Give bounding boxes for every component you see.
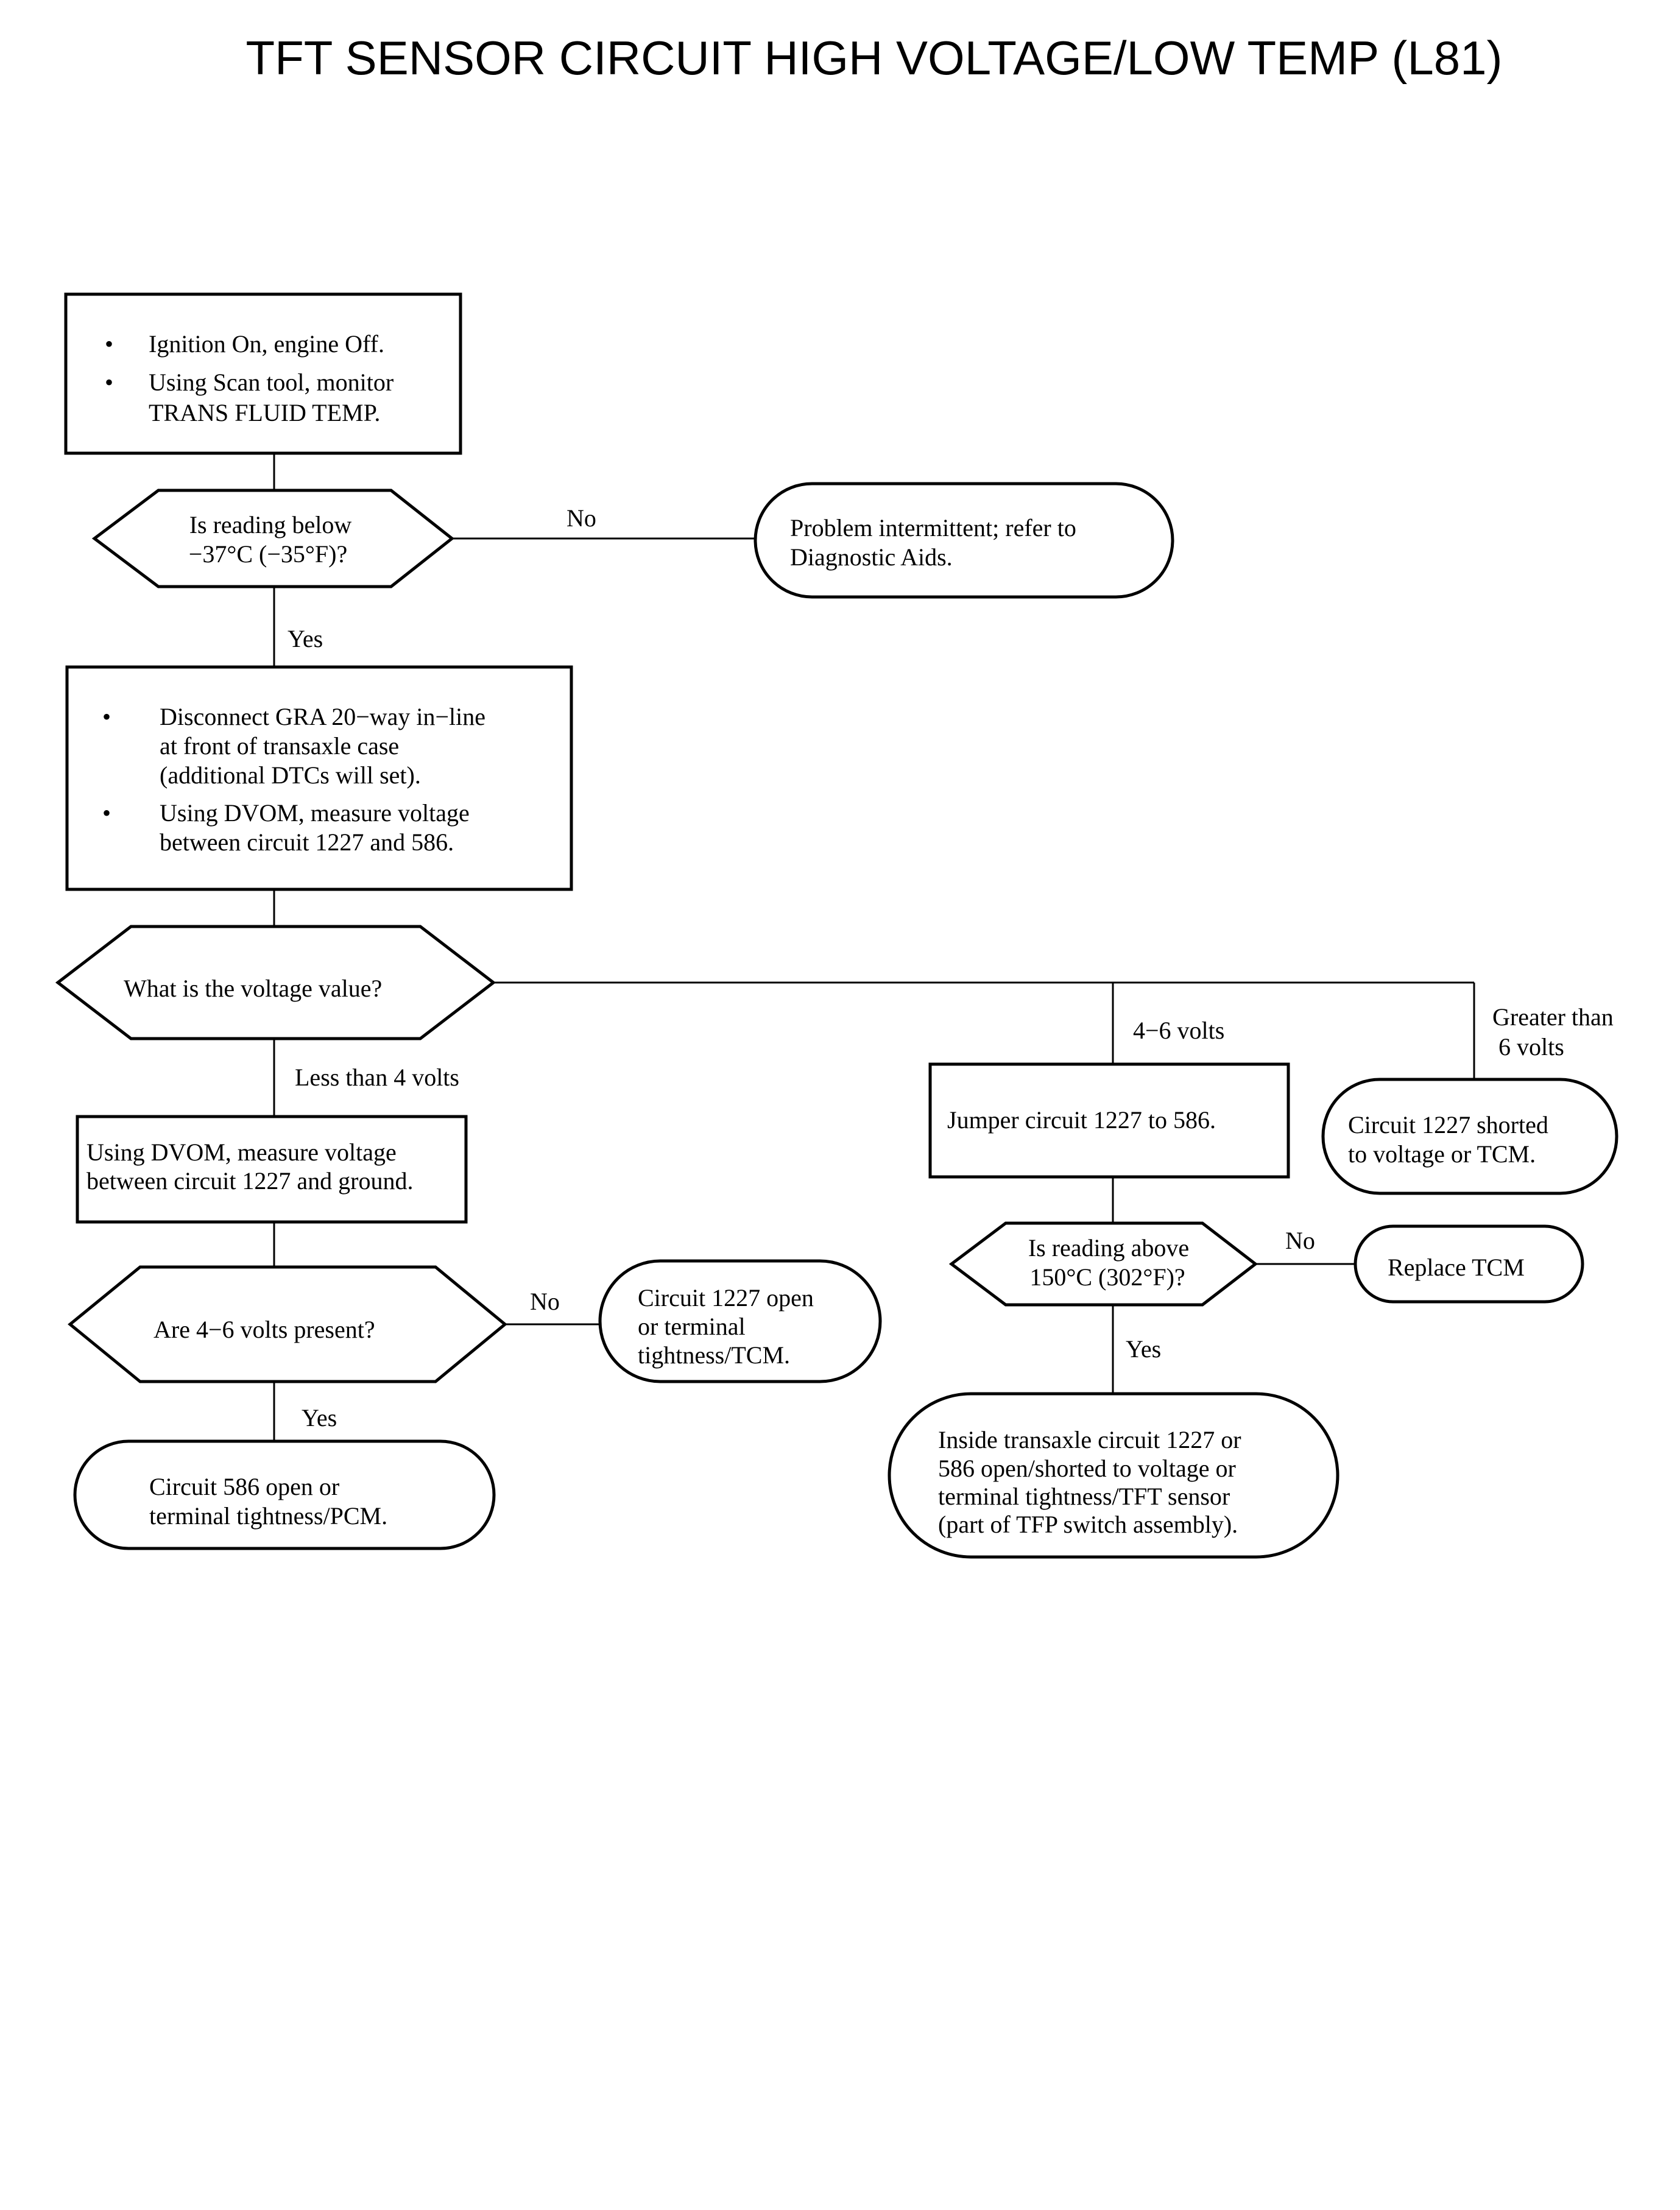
label-no-2: No xyxy=(530,1288,560,1315)
result-inside-transaxle: Inside transaxle circuit 1227 or 586 ope… xyxy=(888,1392,1339,1559)
connectors xyxy=(273,453,1475,1441)
svg-text:•: • xyxy=(102,799,111,827)
svg-text:•: • xyxy=(102,703,111,730)
svg-text:Circuit 1227 shorted: Circuit 1227 shorted xyxy=(1348,1111,1548,1139)
svg-text:terminal tightness/TFT sensor: terminal tightness/TFT sensor xyxy=(938,1483,1230,1510)
step1-bullet1-line1: Ignition On, engine Off. xyxy=(149,330,384,358)
label-yes-3: Yes xyxy=(1126,1335,1161,1363)
svg-text:−37°C (−35°F)?: −37°C (−35°F)? xyxy=(189,540,347,568)
step-ignition-on: • Ignition On, engine Off. • Using Scan … xyxy=(64,292,462,455)
svg-text:to voltage or TCM.: to voltage or TCM. xyxy=(1348,1140,1536,1168)
svg-text:Using DVOM, measure voltage: Using DVOM, measure voltage xyxy=(86,1139,397,1166)
svg-text:Disconnect GRA 20−way in−line: Disconnect GRA 20−way in−line xyxy=(160,703,485,730)
step-jumper-circuit: Jumper circuit 1227 to 586. xyxy=(928,1062,1290,1179)
svg-text:Is reading below: Is reading below xyxy=(189,511,352,538)
svg-text:•: • xyxy=(105,330,113,358)
svg-text:Is reading above: Is reading above xyxy=(1028,1234,1189,1262)
step1-bullet2-line2: TRANS FLUID TEMP. xyxy=(149,399,380,426)
svg-text:Jumper circuit 1227 to 586.: Jumper circuit 1227 to 586. xyxy=(947,1106,1216,1134)
label-yes-1: Yes xyxy=(288,625,323,652)
label-greater-6-line1: Greater than xyxy=(1492,1003,1614,1031)
decision-voltage-value: What is the voltage value? xyxy=(55,925,496,1040)
svg-text:150°C (302°F)?: 150°C (302°F)? xyxy=(1029,1263,1185,1291)
page-title: TFT SENSOR CIRCUIT HIGH VOLTAGE/LOW TEMP… xyxy=(245,31,1502,85)
svg-text:Inside transaxle circuit 1227: Inside transaxle circuit 1227 or xyxy=(938,1426,1241,1453)
decision-reading-above: Is reading above 150°C (302°F)? xyxy=(948,1221,1258,1307)
result-circuit-1227-shorted: Circuit 1227 shorted to voltage or TCM. xyxy=(1321,1078,1618,1195)
svg-text:586 open/shorted to voltage or: 586 open/shorted to voltage or xyxy=(938,1455,1236,1482)
svg-text:(part of TFP switch assembly).: (part of TFP switch assembly). xyxy=(938,1511,1238,1538)
step1-bullet2-line1: Using Scan tool, monitor xyxy=(149,369,394,396)
svg-text:•: • xyxy=(105,369,113,396)
svg-text:tightness/TCM.: tightness/TCM. xyxy=(638,1341,790,1369)
svg-text:at front of transaxle case: at front of transaxle case xyxy=(160,732,399,760)
svg-text:Diagnostic Aids.: Diagnostic Aids. xyxy=(790,543,953,571)
svg-text:between circuit 1227 and 586.: between circuit 1227 and 586. xyxy=(160,828,454,856)
decision-reading-below: Is reading below −37°C (−35°F)? xyxy=(91,489,455,588)
svg-text:Circuit 586 open or: Circuit 586 open or xyxy=(149,1473,339,1500)
decision-4-6-volts-present: Are 4−6 volts present? xyxy=(68,1265,507,1383)
svg-text:(additional DTCs will set).: (additional DTCs will set). xyxy=(160,761,421,789)
svg-text:between circuit 1227 and groun: between circuit 1227 and ground. xyxy=(86,1167,414,1195)
label-less-than-4-volts: Less than 4 volts xyxy=(295,1064,459,1091)
label-greater-6-line2: 6 volts xyxy=(1492,1033,1564,1061)
svg-text:or terminal: or terminal xyxy=(638,1313,746,1340)
result-circuit-1227-open: Circuit 1227 open or terminal tightness/… xyxy=(598,1259,882,1383)
svg-text:Are 4−6 volts present?: Are 4−6 volts present? xyxy=(154,1316,375,1343)
svg-text:Circuit 1227 open: Circuit 1227 open xyxy=(638,1284,814,1312)
svg-text:Problem intermittent; refer to: Problem intermittent; refer to xyxy=(790,514,1076,542)
svg-text:Using DVOM, measure voltage: Using DVOM, measure voltage xyxy=(160,799,470,827)
step-measure-ground: Using DVOM, measure voltage between circ… xyxy=(76,1115,468,1224)
label-no-1: No xyxy=(566,504,596,532)
result-circuit-586-open: Circuit 586 open or terminal tightness/P… xyxy=(73,1439,496,1550)
svg-text:Replace TCM: Replace TCM xyxy=(1388,1254,1525,1281)
result-replace-tcm: Replace TCM xyxy=(1354,1224,1584,1304)
result-problem-intermittent: Problem intermittent; refer to Diagnosti… xyxy=(754,482,1174,599)
label-no-3: No xyxy=(1285,1227,1315,1254)
svg-text:What is the voltage value?: What is the voltage value? xyxy=(124,975,382,1002)
label-4-6-volts: 4−6 volts xyxy=(1133,1017,1224,1044)
step-disconnect-gra: • Disconnect GRA 20−way in−line at front… xyxy=(65,665,573,891)
svg-text:terminal tightness/PCM.: terminal tightness/PCM. xyxy=(149,1502,387,1530)
label-yes-2: Yes xyxy=(302,1404,337,1432)
